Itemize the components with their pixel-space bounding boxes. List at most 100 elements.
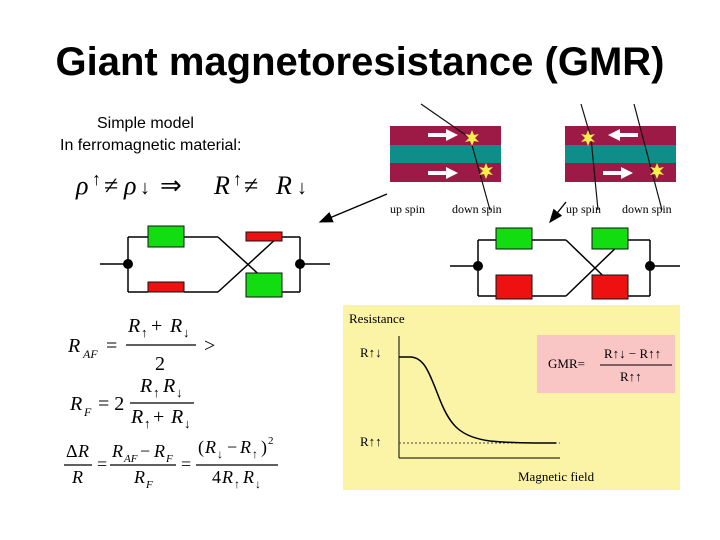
resistor-high (591, 274, 629, 300)
svg-text:): ) (261, 437, 267, 458)
svg-text:ρ: ρ (123, 171, 136, 200)
svg-text:R: R (67, 335, 80, 357)
svg-text:↓: ↓ (176, 385, 183, 400)
right-arrow-icon (603, 167, 633, 179)
subtitle-line-1: Simple model (97, 115, 194, 132)
svg-text:R: R (170, 406, 183, 428)
svg-text:= 2: = 2 (98, 393, 124, 415)
svg-text:=: = (97, 454, 107, 474)
svg-text:↓: ↓ (297, 177, 307, 199)
resistance-curve (399, 356, 557, 444)
pointer-arrow-icon (549, 201, 567, 224)
svg-text:⇒: ⇒ (160, 171, 182, 200)
gmr-denominator: R↑↑ (620, 369, 642, 384)
svg-text:2: 2 (268, 435, 274, 447)
svg-text:R: R (139, 375, 152, 397)
svg-text:↑: ↑ (234, 477, 240, 491)
svg-text:R: R (275, 171, 292, 200)
up-spin-path (420, 103, 471, 139)
right-arrow-icon (428, 129, 458, 141)
svg-text:↓: ↓ (217, 447, 223, 461)
svg-text:↓: ↓ (255, 477, 261, 491)
svg-text:↓: ↓ (183, 325, 190, 340)
svg-text:≠: ≠ (104, 171, 118, 200)
svg-text:F: F (165, 453, 173, 465)
svg-text:R: R (111, 441, 123, 461)
svg-text:AF: AF (123, 453, 138, 465)
page-title: Giant magnetoresistance (GMR) (55, 40, 665, 84)
svg-text:4: 4 (212, 467, 221, 487)
equation-delta-r: Δ R R = R AF − R F R F = ( R ↓ − R ↑ ) 2… (64, 435, 278, 491)
up-spin-label: up spin (566, 202, 601, 216)
up-spin-path (580, 103, 592, 139)
right-arrow-icon (428, 167, 458, 179)
svg-text:>: > (204, 335, 215, 357)
graph-x-label: Magnetic field (518, 469, 595, 484)
resistor-low (591, 227, 629, 250)
up-spin-label: up spin (390, 202, 425, 216)
svg-text:=: = (181, 454, 191, 474)
equation-r-f: R F = 2 R ↑ R ↓ R ↑ + R ↓ (69, 375, 194, 431)
svg-text:↓: ↓ (140, 177, 150, 199)
svg-text:R: R (162, 375, 175, 397)
up-spin-path (590, 137, 599, 211)
svg-text:=: = (106, 335, 117, 357)
svg-text:R: R (213, 171, 230, 200)
svg-text:↑: ↑ (233, 169, 242, 189)
antiparallel-stack: up spin down spin (390, 103, 502, 216)
spin-resistivity-condition: ρ ↑ ≠ ρ ↓ ⇒ R ↑ ≠ R ↓ (75, 169, 307, 200)
graph-y-label: Resistance (349, 311, 405, 326)
r-antiparallel-label: R↑↓ (360, 345, 382, 360)
svg-text:−: − (227, 437, 237, 457)
svg-text:R: R (71, 467, 83, 487)
pointer-arrow-icon (318, 193, 388, 223)
svg-text:R: R (221, 467, 233, 487)
r-parallel-label: R↑↑ (360, 434, 382, 449)
down-spin-path (633, 103, 663, 211)
scatter-star-icon (581, 130, 595, 146)
svg-text:AF: AF (82, 347, 98, 361)
gmr-numerator: R↑↓ − R↑↑ (604, 346, 661, 361)
svg-text:↑: ↑ (92, 169, 101, 189)
subtitle: Simple model In ferromagnetic material: (60, 113, 241, 157)
scatter-star-icon (465, 130, 479, 146)
down-spin-label: down spin (452, 202, 502, 216)
junction-node (123, 259, 133, 269)
resistor-high (495, 274, 533, 300)
svg-text:R: R (127, 315, 140, 337)
left-arrow-icon (608, 129, 638, 141)
svg-text:R: R (130, 406, 143, 428)
svg-text:Δ: Δ (66, 441, 78, 461)
resistor-high (147, 281, 185, 293)
junction-node (645, 261, 655, 271)
svg-text:≠: ≠ (244, 171, 258, 200)
svg-text:F: F (145, 479, 153, 491)
svg-text:↑: ↑ (144, 416, 151, 431)
svg-text:↑: ↑ (141, 325, 148, 340)
junction-node (295, 259, 305, 269)
svg-text:R: R (77, 441, 89, 461)
svg-text:R: R (204, 437, 216, 457)
svg-text:(: ( (198, 437, 204, 458)
svg-text:F: F (83, 405, 92, 419)
equation-r-af: R AF = R ↑ + R ↓ 2 > (67, 315, 215, 375)
down-spin-label: down spin (622, 202, 672, 216)
svg-text:R: R (169, 315, 182, 337)
resistor-low (245, 272, 283, 298)
resistor-low (147, 225, 185, 248)
subtitle-line-2: In ferromagnetic material: (60, 137, 242, 154)
svg-text:↑: ↑ (153, 385, 160, 400)
svg-text:R: R (239, 437, 251, 457)
svg-text:ρ: ρ (75, 171, 88, 200)
svg-text:R: R (153, 441, 165, 461)
resistance-graph: Resistance R↑↓ R↑↑ Magnetic field GMR= R… (349, 311, 675, 484)
svg-text:R: R (133, 467, 145, 487)
gmr-formula-box (537, 335, 675, 393)
scatter-star-icon (650, 163, 664, 179)
junction-node (473, 261, 483, 271)
svg-text:2: 2 (155, 353, 165, 375)
svg-text:↑: ↑ (252, 447, 258, 461)
resistor-low (495, 227, 533, 250)
resistor-high (245, 231, 283, 242)
